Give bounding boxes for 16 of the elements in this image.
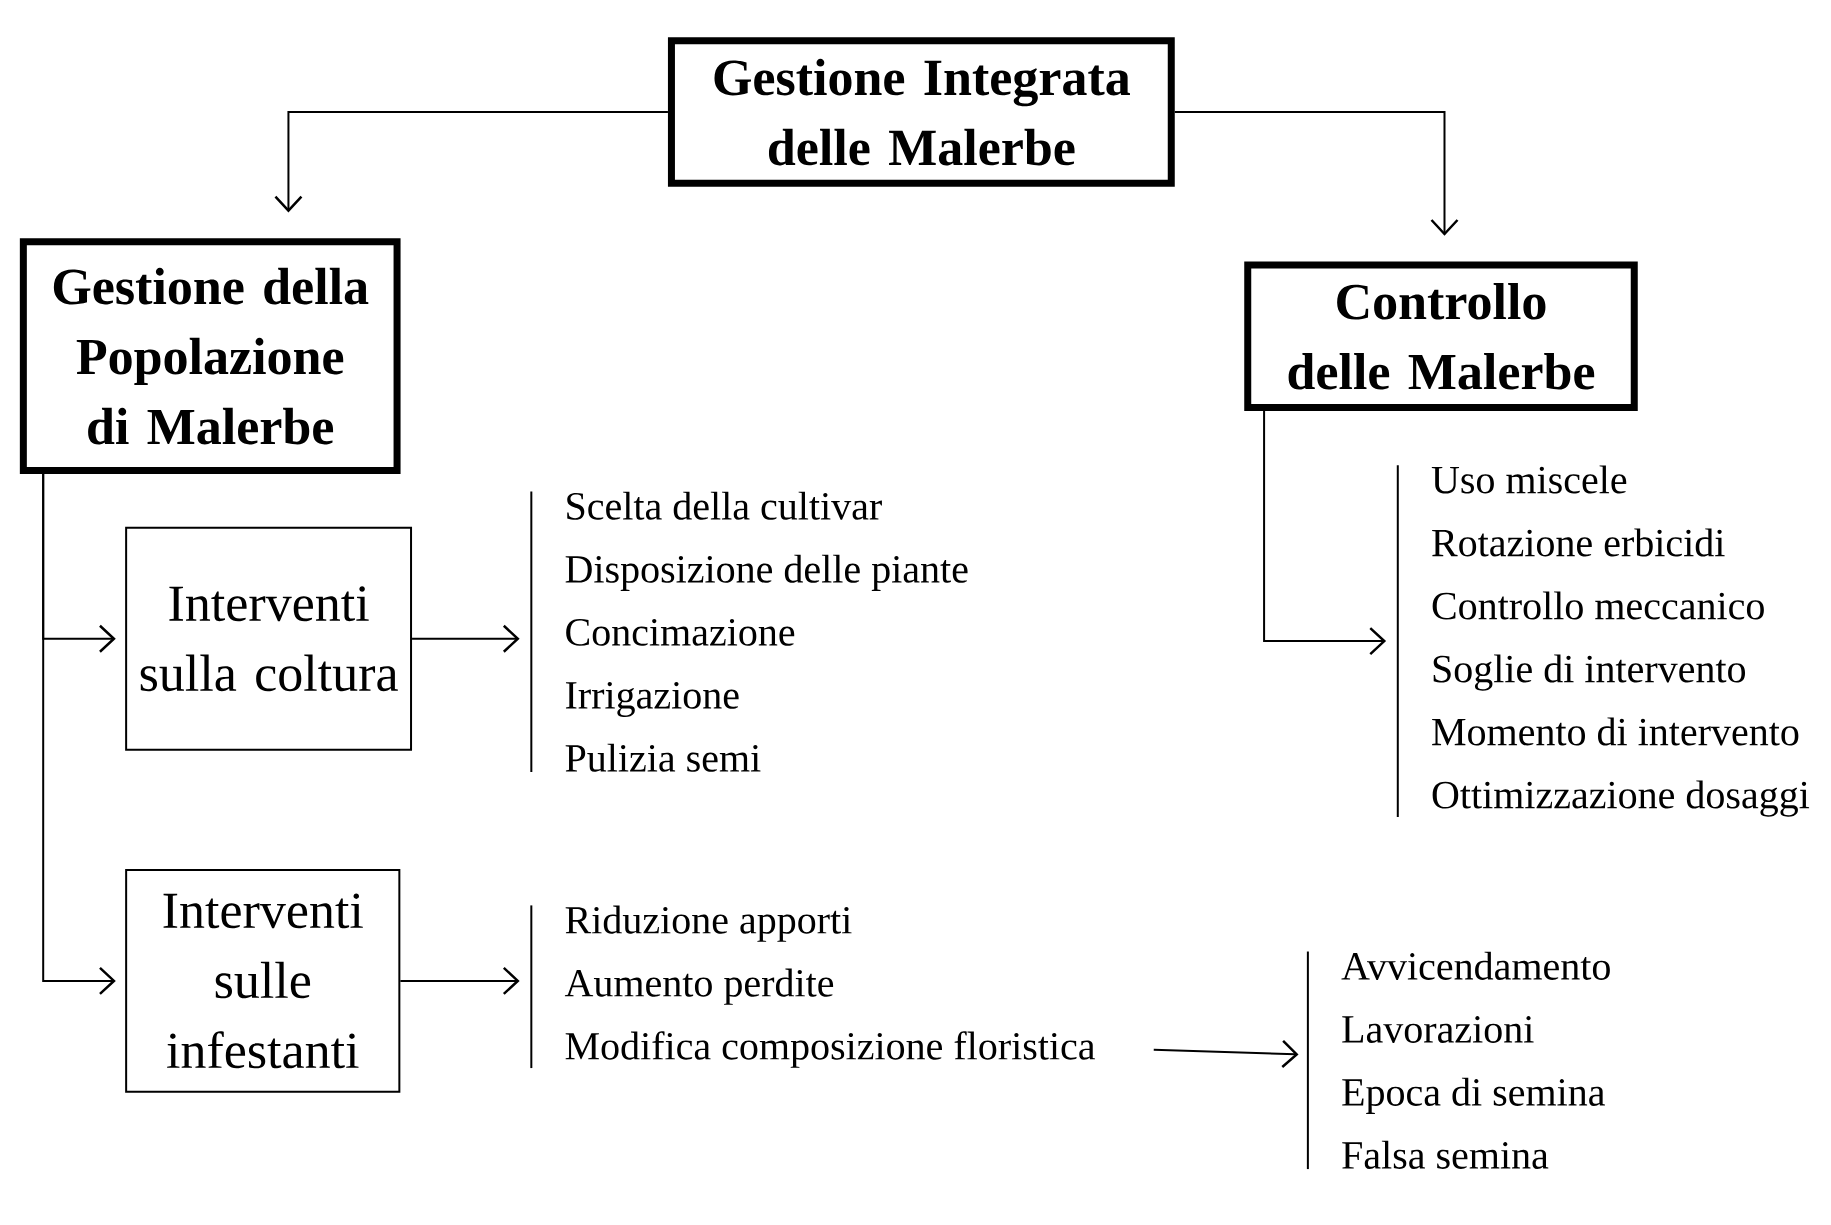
bracketed-list: Scelta della cultivar Disposizione delle piante Concimazione Irrigazione Pulizia semi bbox=[530, 490, 968, 774]
arrow bbox=[1152, 1040, 1299, 1068]
heading-box: Controllo delle Malerbe bbox=[1244, 261, 1638, 412]
process-box: Interventi sulle infestanti bbox=[125, 868, 401, 1093]
arrow bbox=[42, 473, 116, 995]
bracketed-list: Riduzione apporti Aumento perdite Modifica composizione floristica bbox=[530, 904, 1096, 1070]
arrow bbox=[399, 967, 520, 995]
heading-box: Gestione Integrata delle Malerbe bbox=[667, 37, 1175, 187]
bracketed-list: Uso miscele Rotazione erbicidi Controllo meccanico Soglie di intervento Momento di intervento Ottimizzazione dosaggi bbox=[1396, 464, 1810, 818]
arrow bbox=[1173, 111, 1459, 236]
bracketed-list: Avvicendamento Lavorazioni Epoca di semina Falsa semina bbox=[1306, 950, 1610, 1171]
arrow bbox=[274, 111, 669, 213]
process-box: Interventi sulla coltura bbox=[125, 526, 413, 751]
arrow bbox=[411, 624, 520, 653]
heading-box: Gestione della Popolazione di Malerbe bbox=[19, 238, 401, 475]
arrow bbox=[1263, 410, 1387, 656]
